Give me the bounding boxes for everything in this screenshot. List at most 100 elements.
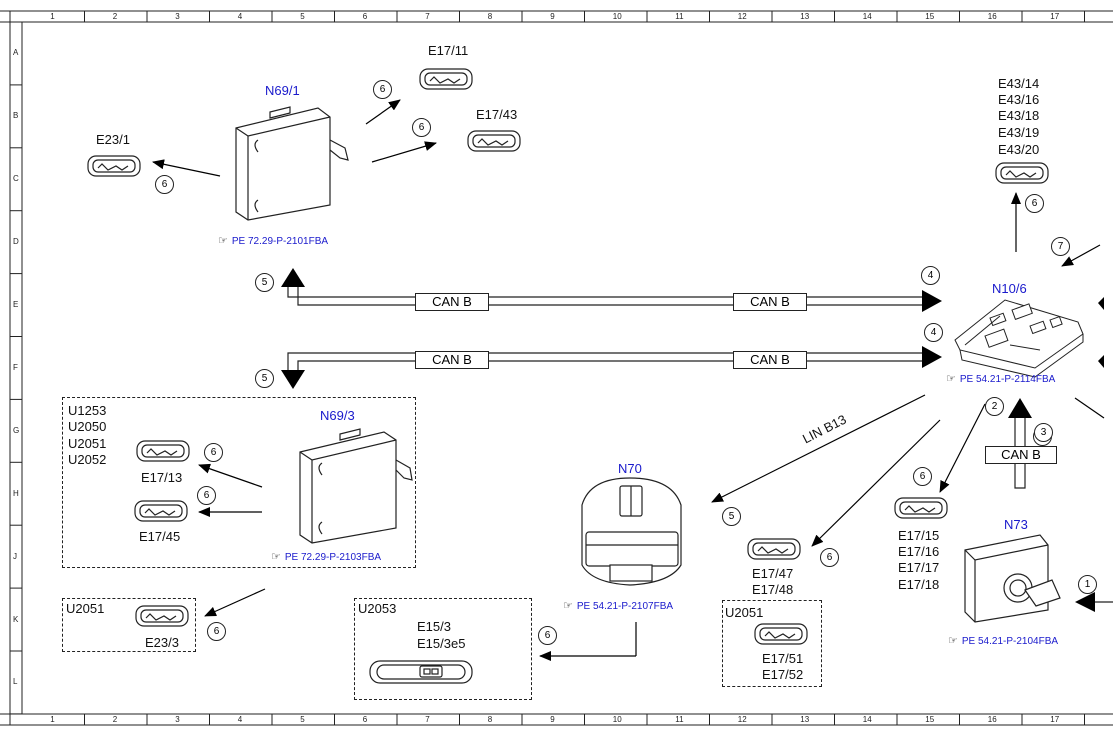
lamp-e43-icon: [995, 162, 1049, 184]
can-b-box-lower-right: CAN B: [733, 351, 807, 369]
grid-column-label: 13: [800, 715, 810, 724]
callout-6: 6: [207, 622, 226, 641]
grid-column-label: 8: [487, 12, 493, 21]
grid-row-label: D: [13, 237, 19, 247]
e17-52-label: E17/52: [762, 667, 804, 682]
callout-6: 6: [538, 626, 557, 645]
e43-16-label: E43/16: [998, 92, 1040, 107]
grid-column-label: 6: [362, 715, 368, 724]
callout-4: 4: [924, 323, 943, 342]
grid-row-label: E: [13, 300, 19, 310]
lamp-e17-45-icon: [134, 500, 188, 522]
grid-row-label: C: [13, 174, 19, 184]
callout-3: 3: [1034, 423, 1053, 442]
grid-column-label: 7: [425, 715, 430, 724]
n10-6-label: N10/6: [992, 281, 1027, 296]
pointing-hand-icon: ☞: [948, 635, 958, 647]
u2050-label: U2050: [68, 419, 107, 434]
u2053-label: U2053: [358, 601, 397, 616]
module-n69-1-drawing: [235, 106, 349, 221]
callout-5: 5: [722, 507, 741, 526]
grid-column-label: 2: [112, 715, 118, 724]
n73-ref-link[interactable]: ☞PE 54.21-P-2104FBA: [948, 634, 1058, 647]
e17-11-label: E17/11: [428, 43, 469, 58]
grid-column-label: 1: [50, 715, 55, 724]
pointing-hand-icon: ☞: [563, 600, 573, 612]
grid-column-label: 14: [862, 715, 872, 724]
lamp-e17-15-icon: [894, 497, 948, 519]
e17-13-label: E17/13: [141, 470, 183, 485]
can-b-box-upper-right: CAN B: [733, 293, 807, 311]
group-box-u2051-e17-51: [722, 600, 822, 687]
e17-51-label: E17/51: [762, 651, 804, 666]
grid-column-label: 4: [237, 12, 243, 21]
grid-column-label: 12: [737, 715, 747, 724]
grid-row-label: J: [13, 551, 17, 561]
n70-ref-link[interactable]: ☞PE 54.21-P-2107FBA: [563, 599, 673, 612]
callout-6: 6: [155, 175, 174, 194]
lamp-e15-3-drawing: [369, 660, 473, 684]
callout-6: 6: [197, 486, 216, 505]
callout-5: 5: [255, 369, 274, 388]
can-b-box-lower-left: CAN B: [415, 351, 489, 369]
grid-column-label: 16: [987, 12, 997, 21]
n73-label: N73: [1004, 517, 1028, 532]
grid-row-label: F: [13, 362, 18, 372]
grid-column-label: 8: [487, 715, 493, 724]
grid-column-label: 9: [550, 12, 555, 21]
callout-4: 4: [921, 266, 940, 285]
lamp-e23-3-icon: [135, 605, 189, 627]
e15-3e5-label: E15/3e5: [417, 636, 466, 651]
callout-6: 6: [412, 118, 431, 137]
e17-17-label: E17/17: [898, 560, 940, 575]
u2051-a-label: U2051: [66, 601, 105, 616]
group-box-n69-3: [62, 397, 416, 568]
callout-2: 2: [985, 397, 1004, 416]
n69-3-ref-text: PE 72.29-P-2103FBA: [284, 552, 382, 563]
callout-6: 6: [820, 548, 839, 567]
n70-label: N70: [618, 461, 642, 476]
callout-6: 6: [373, 80, 392, 99]
module-n70-drawing: [581, 477, 682, 586]
e23-3-label: E23/3: [145, 635, 179, 650]
grid-row-label: L: [13, 677, 18, 687]
e17-15-label: E17/15: [898, 528, 940, 543]
grid-column-label: 14: [862, 12, 872, 21]
u2051-label: U2051: [68, 436, 107, 451]
can-bus-arrowheads: [281, 268, 1104, 612]
n69-1-ref-link[interactable]: ☞PE 72.29-P-2101FBA: [218, 234, 328, 247]
grid-row-label: K: [13, 614, 19, 624]
drawing-frame: [0, 10, 1113, 726]
n70-ref-text: PE 54.21-P-2107FBA: [576, 601, 674, 612]
lamp-e23-1-icon: [87, 155, 141, 177]
grid-column-label: 1: [50, 12, 55, 21]
module-n73-drawing: [964, 534, 1061, 623]
n10-6-ref-link[interactable]: ☞PE 54.21-P-2114FBA: [946, 372, 1055, 385]
grid-column-label: 16: [987, 715, 997, 724]
grid-column-label: 11: [675, 12, 684, 21]
e15-3-label: E15/3: [417, 619, 451, 634]
module-n69-3-drawing: [299, 428, 413, 544]
e17-48-label: E17/48: [752, 582, 794, 597]
n69-3-label: N69/3: [320, 408, 355, 423]
grid-column-label: 15: [925, 715, 935, 724]
e43-19-label: E43/19: [998, 125, 1040, 140]
grid-column-label: 12: [737, 12, 747, 21]
grid-column-label: 17: [1050, 12, 1060, 21]
can-bus-lines: [287, 280, 922, 374]
callout-6: 6: [913, 467, 932, 486]
grid-column-label: 3: [175, 715, 180, 724]
pointing-hand-icon: ☞: [271, 551, 281, 563]
grid-row-label: A: [13, 48, 19, 58]
lamp-e17-13-icon: [136, 440, 190, 462]
grid-column-label: 7: [425, 12, 430, 21]
lamp-e17-11-icon: [419, 68, 473, 90]
pointing-hand-icon: ☞: [218, 235, 228, 247]
grid-column-label: 2: [112, 12, 118, 21]
grid-column-label: 9: [550, 715, 555, 724]
n69-3-ref-link[interactable]: ☞PE 72.29-P-2103FBA: [271, 550, 381, 563]
u2051-b-label: U2051: [725, 605, 764, 620]
grid-column-label: 10: [612, 715, 622, 724]
grid-column-label: 11: [675, 715, 684, 724]
